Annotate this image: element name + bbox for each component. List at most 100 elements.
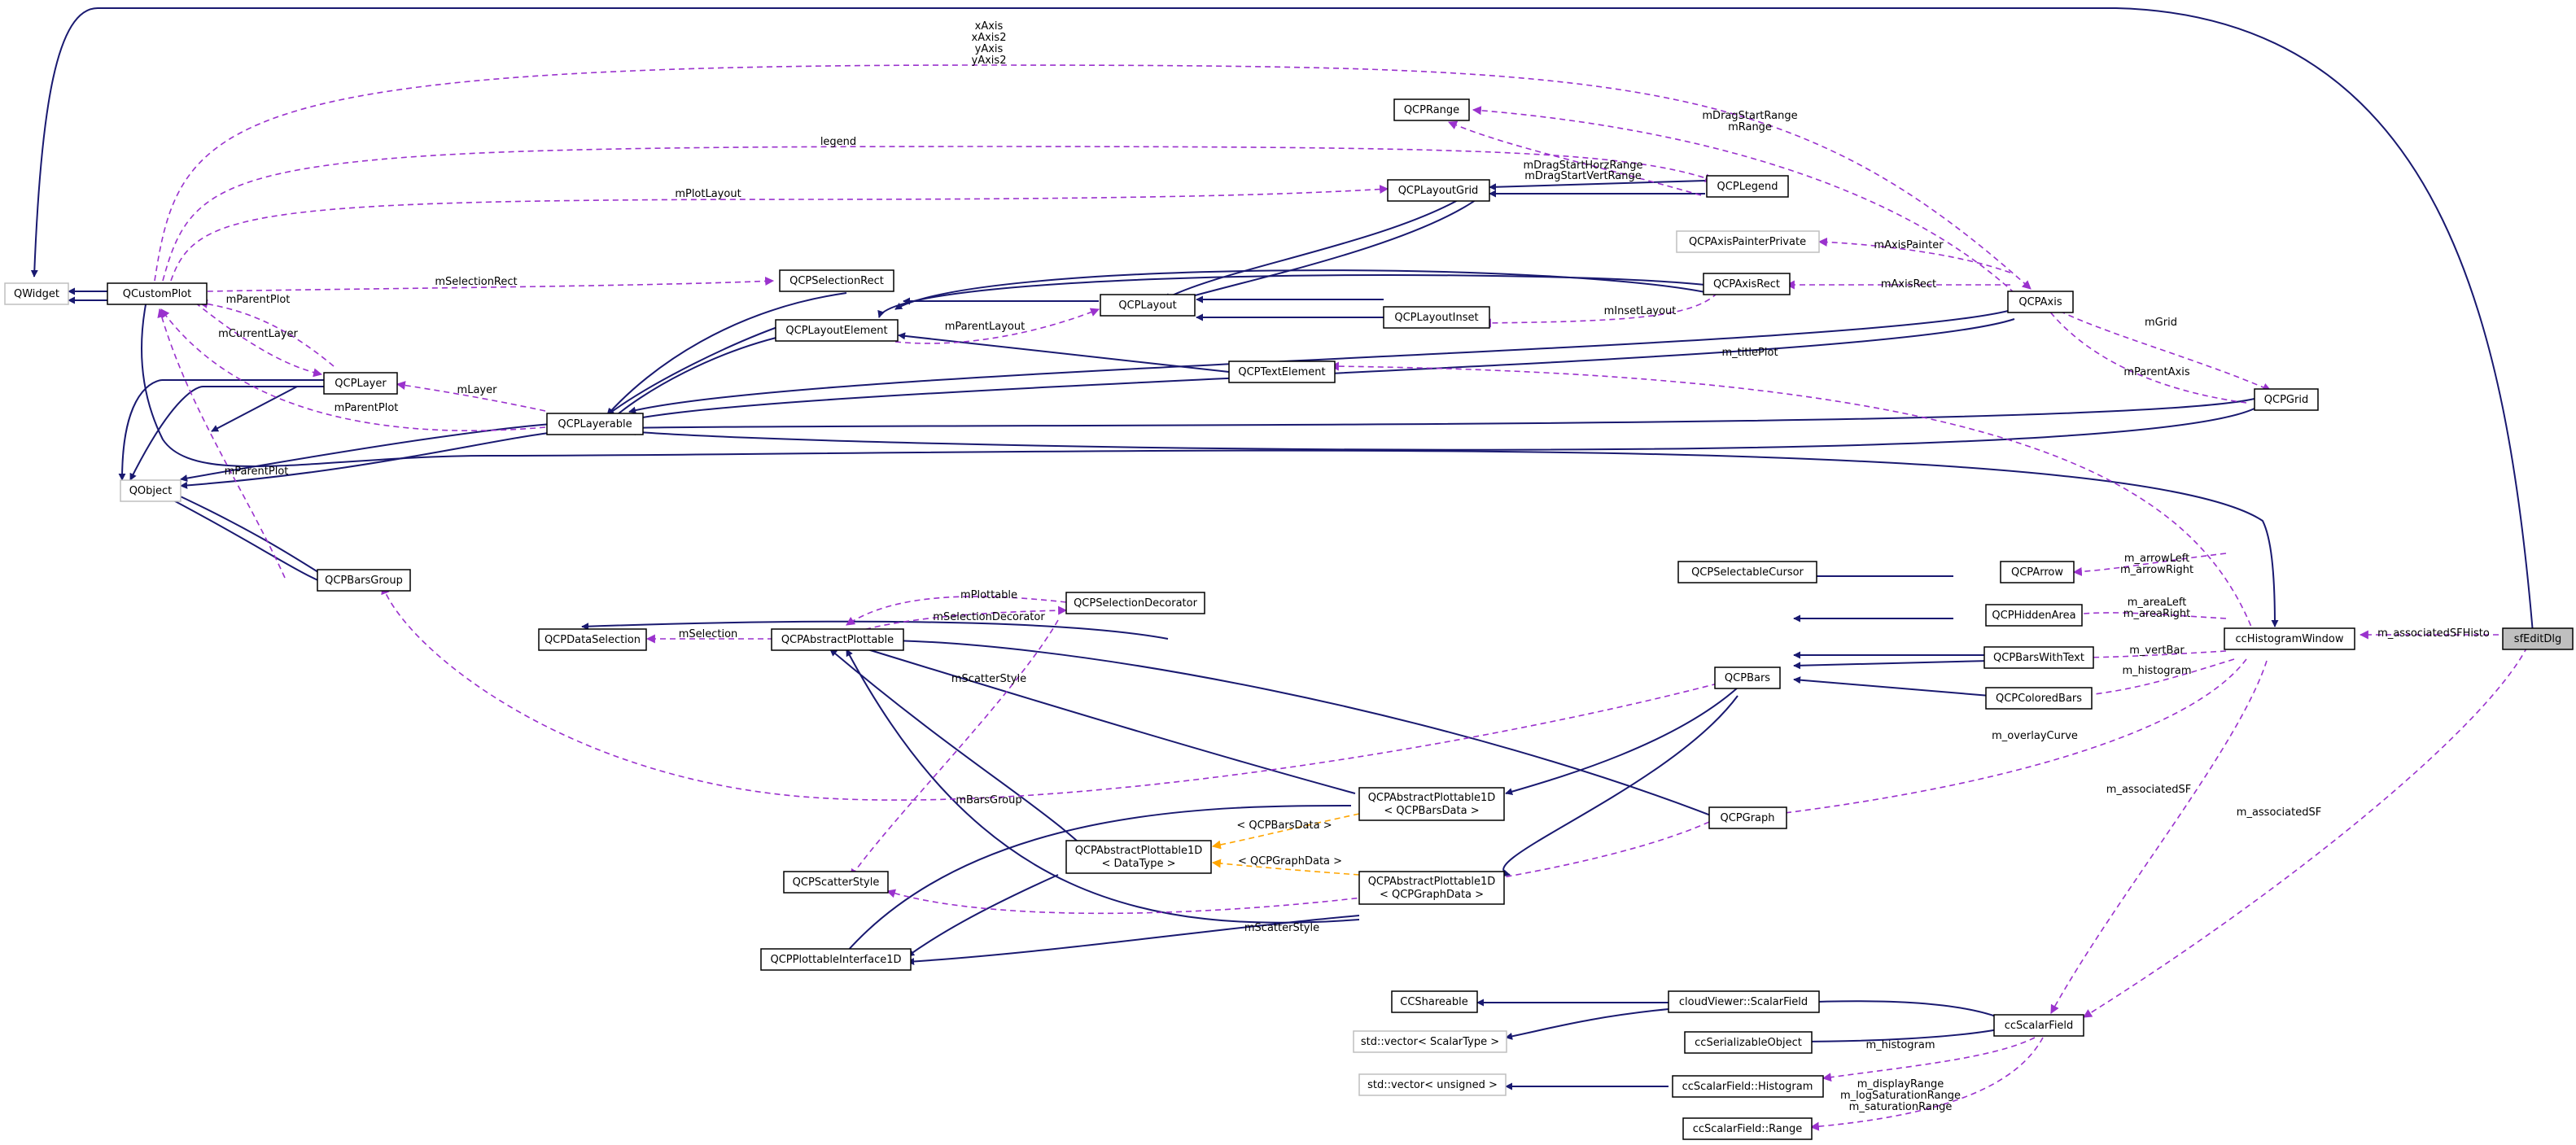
edge-label: m_areaLeft [2128,597,2187,609]
svg-text:ccScalarField::Histogram: ccScalarField::Histogram [1682,1081,1813,1093]
edge-label: m_arrowRight [2120,564,2193,576]
edge-label: mLayer [457,384,498,396]
svg-text:QCPSelectableCursor: QCPSelectableCursor [1691,566,1804,579]
svg-text:QCPPlottableInterface1D: QCPPlottableInterface1D [770,954,901,966]
node-vector-unsigned[interactable]: std::vector< unsigned > [1358,1073,1507,1096]
node-qcplegend[interactable]: QCPLegend [1706,175,1789,198]
edge-label: mParentAxis [2123,366,2189,378]
node-cloudviewer-scalarfield[interactable]: cloudViewer::ScalarField [1668,990,1820,1013]
svg-text:QCPTextElement: QCPTextElement [1238,366,1325,378]
edge-label: xAxis [975,20,1004,33]
inheritance-edges [30,7,2534,1090]
node-vector-scalartype[interactable]: std::vector< ScalarType > [1353,1030,1507,1053]
node-qcpabstractplottable1d-barsdata[interactable]: QCPAbstractPlottable1D< QCPBarsData > [1358,787,1505,821]
svg-text:QCPLayoutInset: QCPLayoutInset [1394,312,1478,324]
node-qcpabstractplottable1d-datatype[interactable]: QCPAbstractPlottable1D< DataType > [1065,840,1212,874]
svg-text:QCPGraph: QCPGraph [1720,812,1774,824]
node-qcptextelement[interactable]: QCPTextElement [1228,361,1336,383]
node-qcplayout[interactable]: QCPLayout [1100,294,1196,317]
node-qcpaxispainterprivate[interactable]: QCPAxisPainterPrivate [1676,230,1820,253]
node-ccscalarfield[interactable]: ccScalarField [1993,1014,2084,1037]
edge-label: m_histogram [1865,1039,1935,1051]
node-qcpplottableinterface1d[interactable]: QCPPlottableInterface1D [760,948,912,971]
node-ccscalarfield-range[interactable]: ccScalarField::Range [1682,1117,1813,1140]
node-qcpbarsgroup[interactable]: QCPBarsGroup [317,569,411,592]
svg-text:ccScalarField::Range: ccScalarField::Range [1693,1123,1803,1135]
node-qcpselectablecursor[interactable]: QCPSelectableCursor [1677,561,1817,583]
node-qcplayoutelement[interactable]: QCPLayoutElement [775,319,899,342]
edge-label: mSelection [679,628,738,640]
svg-text:QObject: QObject [129,485,173,497]
edge-label: mGrid [2145,317,2177,329]
node-qcphiddenarea[interactable]: QCPHiddenArea [1985,604,2083,627]
svg-text:QCPLayoutGrid: QCPLayoutGrid [1398,185,1479,197]
edge-labels: xAxis xAxis2 yAxis yAxis2 legend mPlotLa… [218,20,2490,1113]
node-qcplayoutinset[interactable]: QCPLayoutInset [1383,306,1490,329]
node-qcpselectiondecorator[interactable]: QCPSelectionDecorator [1065,592,1205,614]
node-qcpbarswithtext[interactable]: QCPBarsWithText [1983,646,2094,669]
edge-label: m_vertBar [2129,645,2185,657]
node-cchistogramwindow[interactable]: ccHistogramWindow [2224,627,2355,650]
edge-label: mSelectionRect [435,276,517,288]
node-ccserializableobject[interactable]: ccSerializableObject [1684,1031,1813,1054]
node-qcpselectionrect[interactable]: QCPSelectionRect [779,269,894,292]
svg-text:CCShareable: CCShareable [1400,996,1468,1008]
edge-label: m_titlePlot [1721,347,1778,359]
edge-label: mDragStartVertRange [1524,170,1642,182]
svg-text:QCPDataSelection: QCPDataSelection [545,634,641,646]
node-qwidget[interactable]: QWidget [4,282,69,305]
node-qcparrow[interactable]: QCPArrow [2000,561,2075,583]
node-sfeditdlg[interactable]: sfEditDlg [2502,627,2574,650]
node-qcpbars[interactable]: QCPBars [1714,666,1781,689]
node-ccscalarfield-histogram[interactable]: ccScalarField::Histogram [1672,1075,1824,1098]
edge-label: mInsetLayout [1604,305,1677,317]
svg-text:QCPBarsGroup: QCPBarsGroup [325,575,403,587]
svg-text:std::vector< ScalarType >: std::vector< ScalarType > [1361,1036,1499,1048]
edge-label: mParentPlot [225,465,289,478]
node-qcpgraph[interactable]: QCPGraph [1708,806,1787,829]
node-qcpabstractplottable[interactable]: QCPAbstractPlottable [771,628,904,651]
edge-label: yAxis [975,43,1004,55]
svg-text:< DataType >: < DataType > [1102,858,1176,870]
node-qcpaxis[interactable]: QCPAxis [2007,291,2074,313]
edge-label: yAxis2 [972,55,1007,67]
edge-label: m_logSaturationRange [1840,1090,1961,1102]
svg-text:QCPGrid: QCPGrid [2264,394,2308,406]
edge-label: m_displayRange [1857,1078,1944,1090]
svg-text:QCPAxisPainterPrivate: QCPAxisPainterPrivate [1689,236,1806,248]
svg-text:ccScalarField: ccScalarField [2005,1020,2074,1032]
edge-label: mBarsGroup [956,794,1021,806]
node-ccshareable[interactable]: CCShareable [1391,990,1478,1013]
node-qcustomplot[interactable]: QCustomPlot [107,282,208,305]
edge-label: mRange [1728,121,1772,133]
svg-text:cloudViewer::ScalarField: cloudViewer::ScalarField [1679,996,1808,1008]
edge-label: < QCPGraphData > [1238,855,1342,867]
svg-text:QCPAbstractPlottable1D: QCPAbstractPlottable1D [1368,792,1496,804]
nodes: QWidget QCustomPlot QObject QCPLayer QCP… [4,98,2574,1140]
svg-text:QCPScatterStyle: QCPScatterStyle [793,876,880,889]
svg-text:sfEditDlg: sfEditDlg [2514,633,2561,645]
template-edges [1211,813,1360,876]
node-qcplayer[interactable]: QCPLayer [323,372,398,395]
svg-text:QCPLegend: QCPLegend [1717,181,1778,193]
node-qcplayoutgrid[interactable]: QCPLayoutGrid [1387,179,1490,202]
svg-text:QCPLayer: QCPLayer [335,378,387,390]
edge-label: mPlotLayout [675,188,741,200]
edge-label: m_associatedSF [2237,806,2321,819]
node-qcpaxisrect[interactable]: QCPAxisRect [1703,273,1791,295]
node-qcpgrid[interactable]: QCPGrid [2254,388,2319,411]
node-qobject[interactable]: QObject [120,479,182,502]
node-qcpdataselection[interactable]: QCPDataSelection [538,628,647,651]
svg-text:QCPAbstractPlottable1D: QCPAbstractPlottable1D [1368,876,1496,888]
node-qcpscatterstyle[interactable]: QCPScatterStyle [783,871,889,894]
svg-text:std::vector< unsigned >: std::vector< unsigned > [1367,1079,1498,1091]
edge-label: mDragStartHorzRange [1523,160,1642,172]
edge-label: mScatterStyle [951,673,1026,685]
node-qcpcoloredbars[interactable]: QCPColoredBars [1985,687,2093,710]
node-qcplayerable[interactable]: QCPLayerable [546,413,644,435]
node-qcprange[interactable]: QCPRange [1393,98,1470,121]
node-qcpabstractplottable1d-graphdata[interactable]: QCPAbstractPlottable1D< QCPGraphData > [1358,871,1505,905]
edge-label: mParentLayout [945,321,1025,333]
edge-label: mAxisRect [1881,278,1936,291]
